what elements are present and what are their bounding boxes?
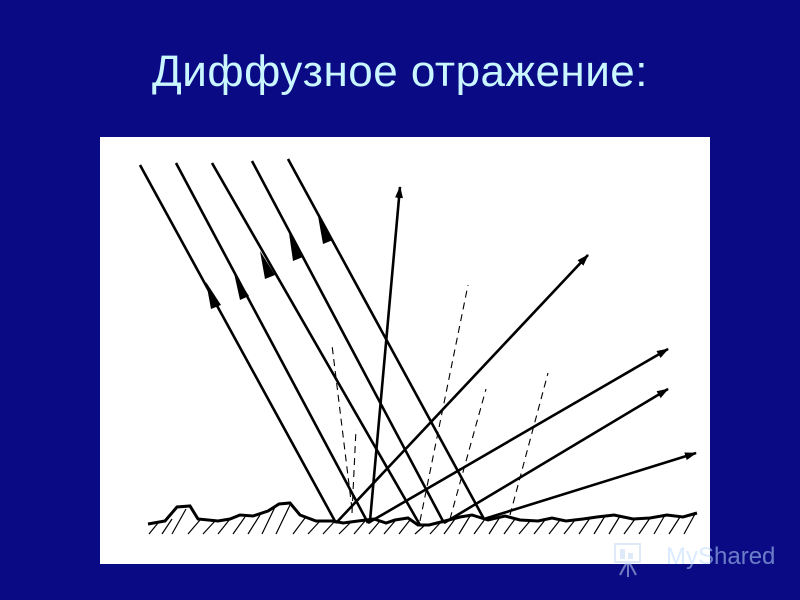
watermark-text: MyShared	[666, 543, 776, 570]
diffuse-reflection-figure	[100, 137, 710, 564]
presentation-board-icon	[614, 543, 641, 577]
incident-rays	[138, 158, 486, 526]
diffuse-reflection-diagram	[138, 158, 698, 535]
incident-ray-4	[250, 160, 446, 524]
reflected-ray-5	[483, 451, 697, 521]
myshared-watermark: MyShared	[610, 535, 785, 581]
reflected-ray-4	[443, 387, 669, 525]
reflected-ray-3	[367, 347, 669, 525]
surface-normals	[331, 284, 549, 522]
surface-hatching	[148, 504, 696, 535]
reflected-ray-2	[335, 254, 589, 524]
incident-ray-arrowheads	[206, 216, 333, 309]
page-title: Диффузное отражение:	[152, 47, 648, 96]
incident-ray-2	[174, 162, 370, 524]
incident-ray-3	[210, 162, 422, 526]
reflected-ray-1	[368, 186, 403, 522]
reflected-rays	[335, 186, 697, 525]
incident-ray-1	[138, 164, 338, 524]
